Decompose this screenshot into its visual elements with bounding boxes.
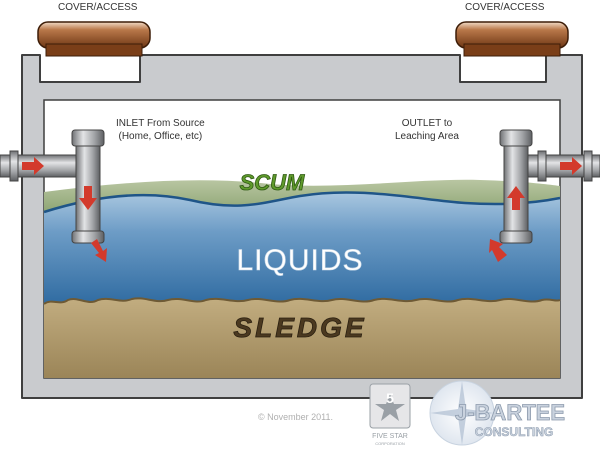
five-star-text: FIVE STAR [372, 433, 408, 440]
jbartee-name: J-BARTEE [455, 400, 565, 425]
sledge-label: SLEDGE [233, 312, 366, 343]
sludge-layer [44, 298, 560, 378]
liquids-label: LIQUIDS [236, 244, 363, 277]
inlet-arrow-out [91, 239, 107, 262]
flow-arrows [22, 157, 582, 262]
jbartee-logo: J-BARTEE CONSULTING [429, 380, 565, 446]
outlet-arrow-out [560, 157, 582, 175]
scum-layer [44, 179, 560, 212]
outlet-label: OUTLET to Leaching Area [395, 117, 459, 143]
cover-access-left-label: COVER/ACCESS [58, 2, 138, 13]
scum-label: SCUM [240, 170, 305, 195]
five-star-subtext: CORPORATION [375, 441, 405, 446]
cover-left [37, 21, 151, 57]
copyright-text: © November 2011. [258, 412, 334, 422]
outlet-label-line2: Leaching Area [395, 131, 459, 142]
five-star-number: 5 [386, 390, 394, 406]
outlet-arrow-up-bottom [489, 239, 507, 262]
inlet-label-line2: (Home, Office, etc) [118, 131, 203, 142]
scum-liquid-boundary [43, 191, 561, 214]
inlet-label-line1: INLET From Source [116, 118, 205, 129]
liquid-layer [44, 192, 560, 305]
inlet-arrow-down [79, 186, 97, 210]
outlet-label-line1: OUTLET to [401, 118, 453, 129]
sludge-top-edge [43, 297, 561, 305]
five-star-logo: 5 FIVE STAR CORPORATION [369, 383, 411, 446]
cover-access-right-label: COVER/ACCESS [465, 2, 545, 13]
cover-right [455, 21, 569, 57]
jbartee-consulting: CONSULTING [475, 425, 553, 439]
outlet-arrow-up [507, 186, 525, 210]
inlet-label: INLET From Source (Home, Office, etc) [116, 117, 205, 143]
inlet-arrow-in [22, 157, 44, 175]
